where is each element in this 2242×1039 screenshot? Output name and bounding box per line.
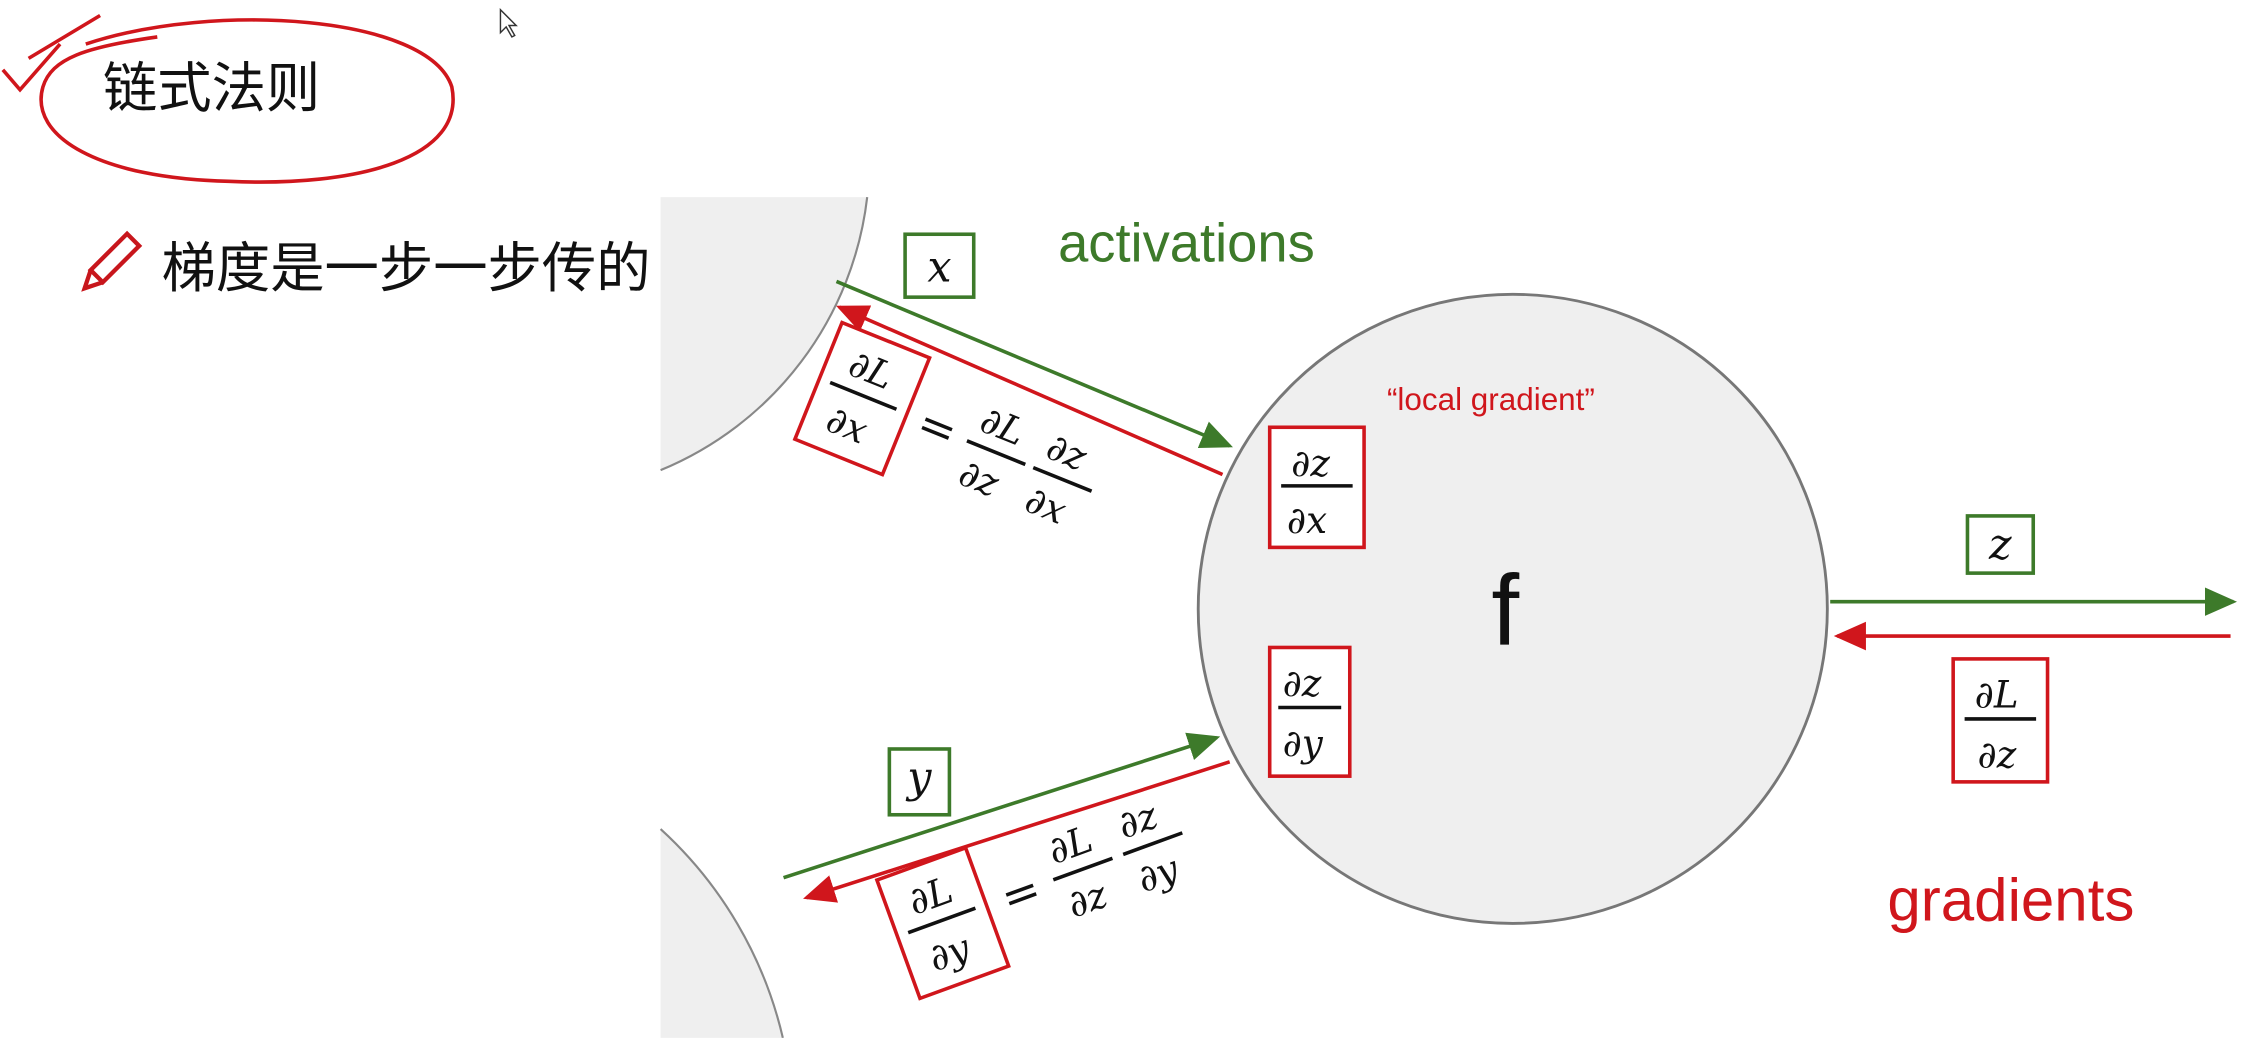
svg-text:∂z: ∂z: [1112, 793, 1164, 848]
checkmark-annotation: [1, 13, 102, 93]
circle-annotation: [39, 18, 455, 184]
svg-text:x: x: [927, 242, 951, 292]
input-y-box: y: [887, 747, 952, 817]
gradient-arrow-x: [836, 305, 1224, 477]
svg-text:∂z: ∂z: [1061, 872, 1113, 927]
svg-text:∂y: ∂y: [1283, 721, 1324, 765]
activation-arrow-x: [835, 279, 1233, 449]
upstream-node-y: [659, 828, 784, 1039]
svg-text:∂z: ∂z: [1291, 441, 1330, 485]
svg-text:∂y: ∂y: [1131, 846, 1185, 901]
node-f-label: f: [1491, 555, 1519, 667]
svg-text:=: =: [910, 396, 965, 460]
output-z-box: z: [1965, 514, 2036, 575]
activation-arrow-y: [783, 732, 1221, 880]
upstream-node-x: [660, 196, 869, 472]
gradients-label: gradients: [1887, 867, 2134, 934]
svg-text:∂L: ∂L: [1042, 817, 1098, 873]
svg-text:∂z: ∂z: [1041, 424, 1094, 479]
chain-rule-formula-x: ∂L ∂x = ∂L ∂z ∂z ∂x: [792, 320, 1094, 533]
svg-text:∂x: ∂x: [1287, 498, 1327, 542]
local-gradient-dz-dx: ∂z ∂x: [1267, 425, 1366, 550]
svg-text:∂z: ∂z: [1283, 661, 1322, 705]
gradient-arrow-y: [803, 760, 1231, 903]
svg-text:∂z: ∂z: [1977, 733, 2016, 777]
diagram: [659, 196, 869, 1039]
mouse-cursor-icon: [499, 8, 518, 38]
pencil-icon: [81, 230, 143, 292]
slide-title: 链式法则: [103, 57, 320, 120]
svg-text:∂x: ∂x: [1019, 477, 1073, 533]
upstream-gradient-dL-dz: ∂L ∂z: [1951, 657, 2050, 784]
local-gradient-label: “local gradient”: [1387, 382, 1595, 417]
input-x-box: x: [903, 232, 976, 299]
svg-text:z: z: [1988, 520, 2012, 570]
svg-text:∂z: ∂z: [953, 450, 1006, 505]
svg-text:∂L: ∂L: [1975, 673, 2019, 717]
activations-label: activations: [1058, 212, 1315, 273]
bullet-text: 梯度是一步一步传的: [162, 237, 651, 300]
svg-text:=: =: [994, 862, 1048, 925]
svg-text:y: y: [905, 753, 932, 803]
local-gradient-dz-dy: ∂z ∂y: [1267, 645, 1352, 778]
